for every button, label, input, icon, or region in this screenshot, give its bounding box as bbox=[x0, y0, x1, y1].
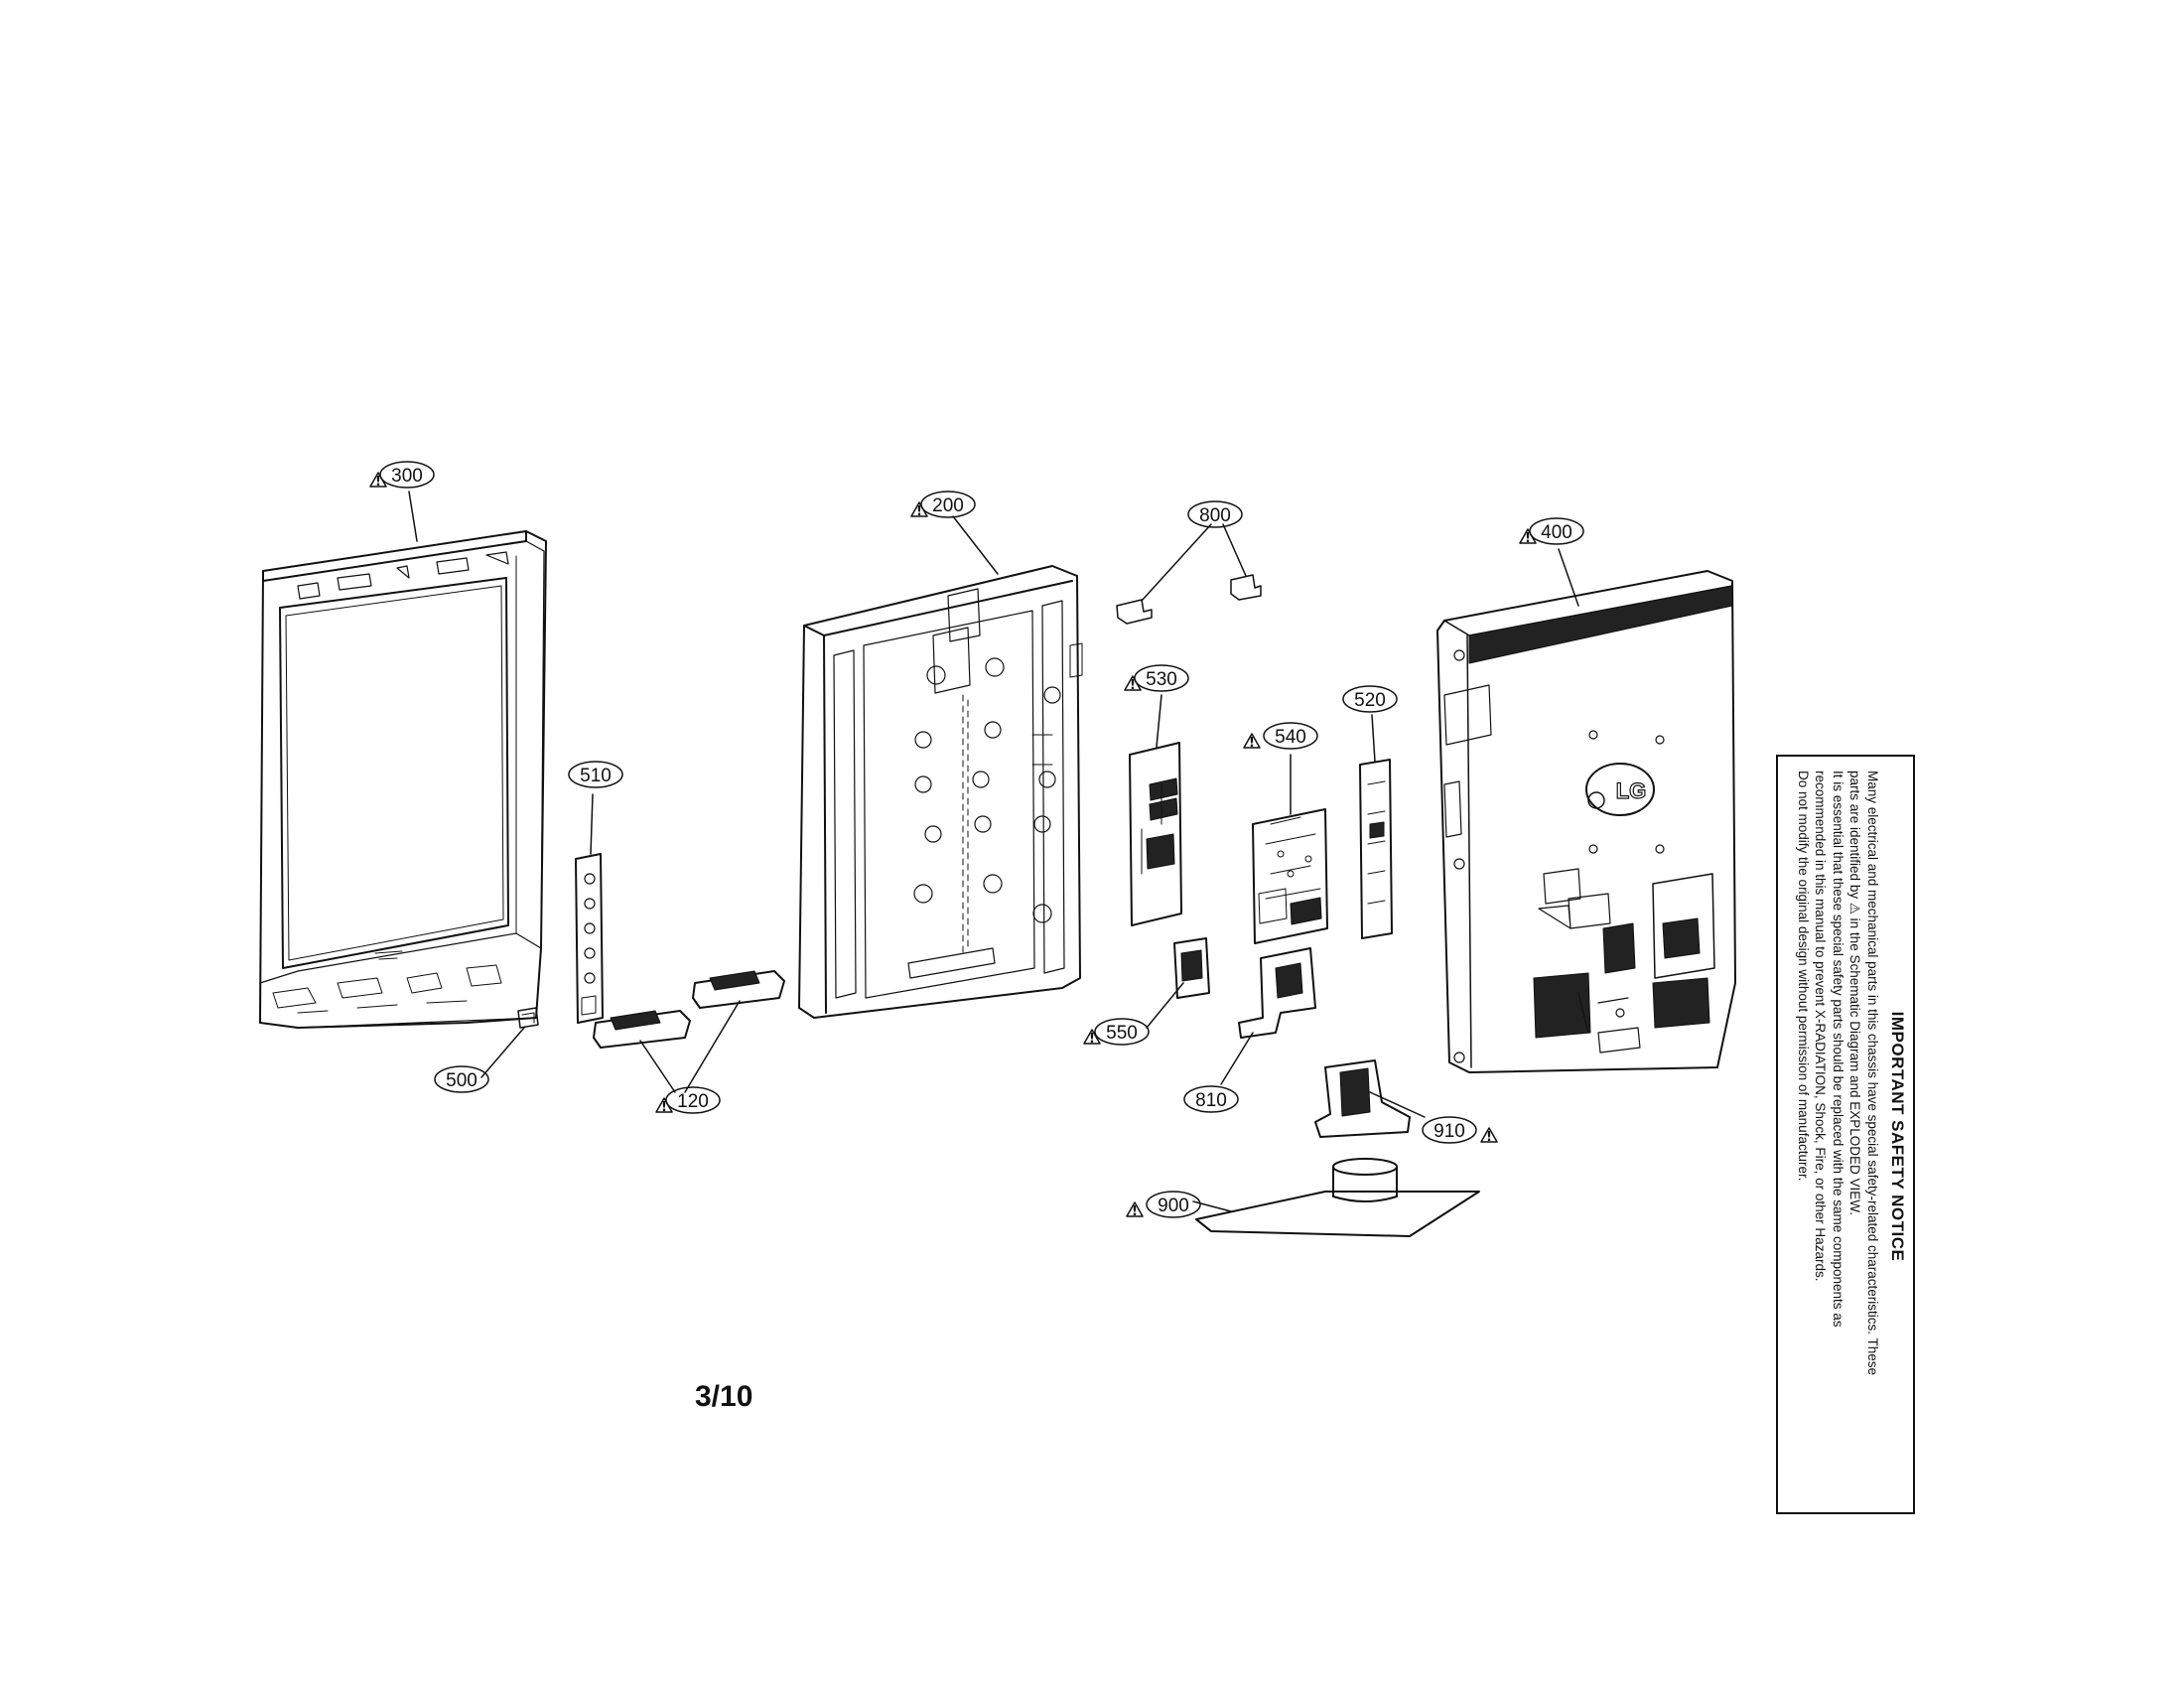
callout-540: 540 bbox=[1275, 727, 1306, 748]
svg-text:!: ! bbox=[1525, 531, 1531, 546]
stand-base-drawing bbox=[1195, 1158, 1480, 1237]
safety-notice-line: It is essential that these special safet… bbox=[1831, 771, 1845, 1328]
svg-text:!: ! bbox=[1486, 1130, 1492, 1145]
callout-800: 800 bbox=[1199, 505, 1231, 526]
callout-bubbles bbox=[379, 461, 1584, 1218]
brand-logo: LG bbox=[1616, 778, 1647, 803]
warning-triangle-icon bbox=[1124, 675, 1142, 691]
main-board-drawing bbox=[1252, 808, 1328, 944]
safety-notice-line: Many electrical and mechanical parts in … bbox=[1865, 771, 1880, 1376]
warning-triangle-icon bbox=[655, 1097, 673, 1113]
back-cover-drawing bbox=[1436, 570, 1736, 1073]
chassis-frame-drawing bbox=[798, 565, 1083, 1019]
bracket-810-drawing bbox=[1238, 947, 1316, 1039]
front-bezel-drawing bbox=[259, 530, 547, 1029]
callout-530: 530 bbox=[1146, 669, 1177, 690]
callout-300: 300 bbox=[391, 466, 423, 487]
callout-200: 200 bbox=[932, 495, 964, 516]
warning-triangle-icon bbox=[369, 472, 387, 488]
safety-notice-box: IMPORTANT SAFETY NOTICE Many electrical … bbox=[1776, 755, 1915, 1514]
warning-marks: ! ! ! ! ! ! ! ! ! bbox=[375, 475, 1531, 1219]
safety-notice-body: Many electrical and mechanical parts in … bbox=[1795, 771, 1882, 1502]
speaker-set-drawing bbox=[593, 970, 785, 1049]
svg-text:!: ! bbox=[375, 475, 381, 490]
svg-text:!: ! bbox=[1130, 678, 1136, 693]
svg-text:!: ! bbox=[916, 504, 922, 519]
callout-500: 500 bbox=[446, 1070, 478, 1091]
svg-text:!: ! bbox=[661, 1100, 667, 1115]
warning-triangle-icon bbox=[1519, 528, 1537, 544]
side-board-drawing bbox=[1359, 759, 1393, 939]
warning-triangle-icon bbox=[1083, 1029, 1101, 1045]
callout-910: 910 bbox=[1433, 1121, 1465, 1142]
bracket-550-drawing bbox=[1173, 937, 1210, 999]
safety-warning-icons bbox=[369, 472, 1537, 1217]
warning-triangle-icon bbox=[1126, 1201, 1144, 1217]
key-board-drawing bbox=[575, 853, 604, 1024]
callout-numbers: 300 200 800 400 530 540 520 510 500 120 … bbox=[391, 466, 1572, 1216]
callout-520: 520 bbox=[1354, 690, 1386, 711]
power-board-drawing bbox=[1129, 742, 1182, 926]
leader-lines bbox=[408, 491, 1579, 1212]
safety-notice-line: parts are identified by ⚠ in the Schemat… bbox=[1847, 771, 1863, 1216]
warning-triangle-icon bbox=[910, 501, 928, 517]
clip-part-drawing bbox=[517, 1007, 539, 1029]
bracket-parts-drawing bbox=[1116, 574, 1262, 625]
callout-550: 550 bbox=[1106, 1023, 1138, 1044]
page-number: 3/10 bbox=[695, 1380, 753, 1413]
callout-510: 510 bbox=[580, 766, 612, 786]
warning-triangle-icon bbox=[1243, 733, 1261, 749]
svg-text:!: ! bbox=[1089, 1032, 1095, 1047]
safety-notice-line: Do not modify the original design withou… bbox=[1796, 771, 1811, 1182]
callout-120: 120 bbox=[677, 1091, 709, 1112]
svg-text:!: ! bbox=[1132, 1204, 1138, 1219]
svg-text:!: ! bbox=[1249, 736, 1255, 751]
callout-810: 810 bbox=[1195, 1090, 1227, 1111]
safety-notice-title: IMPORTANT SAFETY NOTICE bbox=[1888, 1011, 1907, 1262]
callout-900: 900 bbox=[1158, 1196, 1189, 1216]
warning-triangle-icon bbox=[1480, 1127, 1498, 1143]
stand-neck-drawing bbox=[1314, 1059, 1411, 1138]
callout-400: 400 bbox=[1541, 522, 1572, 543]
safety-notice-line: recommended in this manual to prevent X-… bbox=[1813, 771, 1829, 1282]
